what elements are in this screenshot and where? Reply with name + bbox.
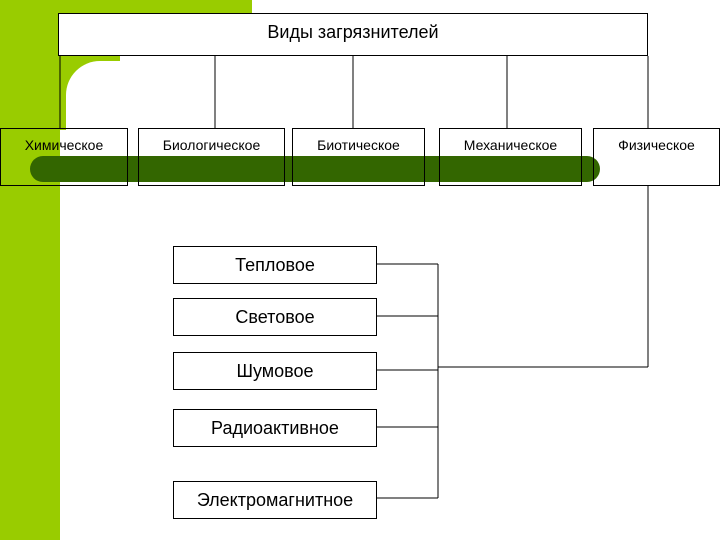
category-chemical: Химическое xyxy=(0,128,128,186)
category-biological: Биологическое xyxy=(138,128,285,186)
category-physical: Физическое xyxy=(593,128,720,186)
physical-type-noise: Шумовое xyxy=(173,352,377,390)
green-side-band xyxy=(0,0,60,540)
physical-type-radioactive: Радиоактивное xyxy=(173,409,377,447)
dark-green-bar xyxy=(30,156,600,182)
category-biotic: Биотическое xyxy=(292,128,425,186)
physical-type-thermal: Тепловое xyxy=(173,246,377,284)
diagram-title: Виды загрязнителей xyxy=(58,13,648,56)
category-mechanical: Механическое xyxy=(439,128,582,186)
physical-type-light: Световое xyxy=(173,298,377,336)
physical-type-electromagnetic: Электромагнитное xyxy=(173,481,377,519)
